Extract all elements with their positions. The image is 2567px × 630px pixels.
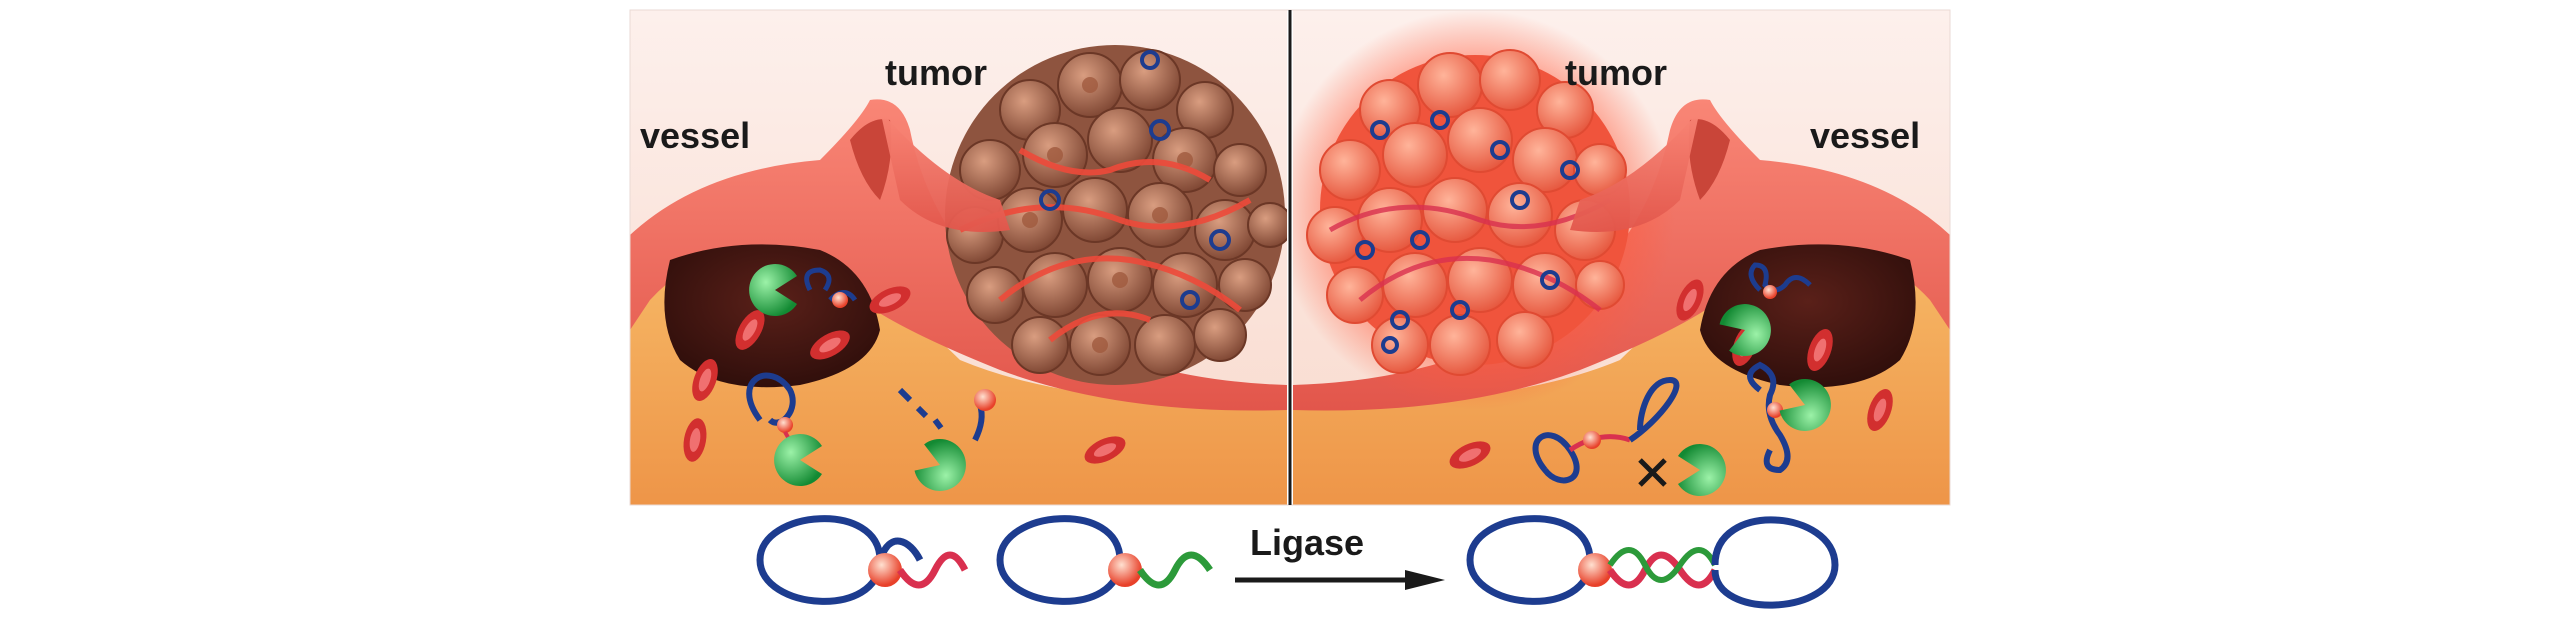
dna-probe-icon (1532, 376, 1680, 484)
right-panel (1293, 10, 1950, 505)
right-tumor (1293, 10, 1675, 410)
ligase-label: Ligase (1250, 522, 1364, 563)
left-panel (630, 10, 1287, 505)
dna-fragments-icon (897, 387, 996, 442)
right-vessel-label: vessel (1810, 115, 1920, 156)
dna-probe-icon (804, 267, 858, 308)
left-vessel-label: vessel (640, 115, 750, 156)
dna-probe-icon (1748, 262, 1812, 299)
dna-probe-icon (1747, 361, 1791, 474)
ligase-arrow (1235, 570, 1445, 590)
left-tumor (945, 45, 1287, 385)
ligated-product-icon (1466, 515, 1839, 609)
probe-a-icon (756, 515, 969, 605)
probe-b-icon (996, 515, 1213, 605)
reaction-scheme: Ligase (756, 515, 1839, 609)
right-tumor-label: tumor (1565, 52, 1667, 93)
blocked-cleavage-icon (1638, 458, 1667, 487)
left-tumor-label: tumor (885, 52, 987, 93)
